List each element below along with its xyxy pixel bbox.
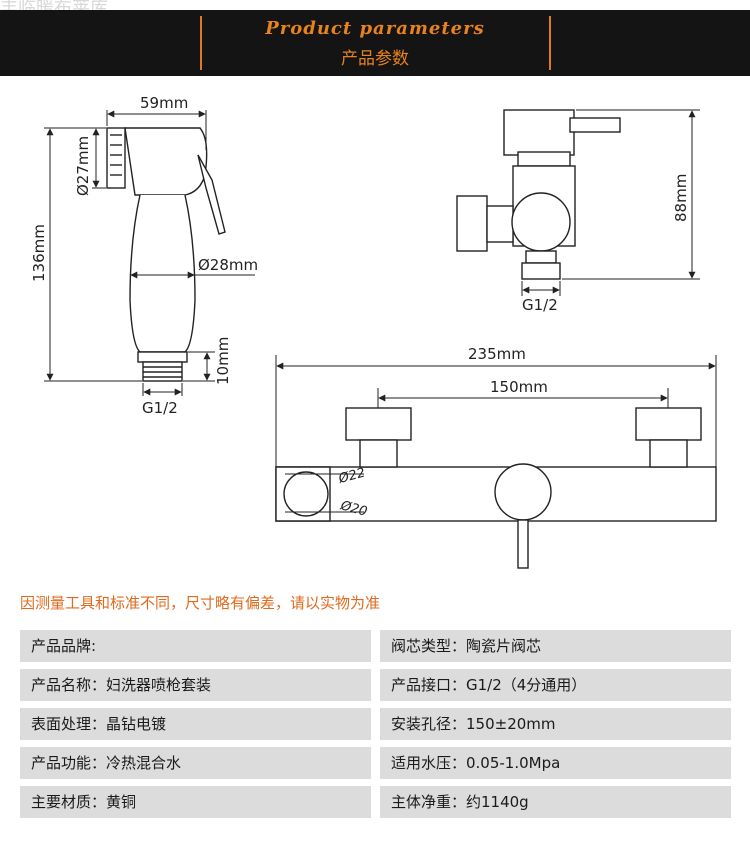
spec-hole-spacing: 安装孔径：150±20mm — [380, 708, 731, 740]
header-right-divider — [549, 16, 551, 70]
dim-bar-length: 235mm — [468, 345, 526, 363]
spec-row: 产品名称：妇洗器喷枪套装 产品接口：G1/2（4分通用） — [20, 669, 731, 701]
spec-connector: 产品接口：G1/2（4分通用） — [380, 669, 731, 701]
header-title-cn: 产品参数 — [341, 49, 409, 69]
spec-valve-core: 阀芯类型：陶瓷片阀芯 — [380, 630, 731, 662]
spec-table: 产品品牌: 阀芯类型：陶瓷片阀芯 产品名称：妇洗器喷枪套装 产品接口：G1/2（… — [20, 630, 731, 825]
spec-weight: 主体净重：约1140g — [380, 786, 731, 818]
spec-row: 产品品牌: 阀芯类型：陶瓷片阀芯 — [20, 630, 731, 662]
dim-sprayer-width: 59mm — [140, 94, 188, 112]
spec-row: 表面处理：晶钻电镀 安装孔径：150±20mm — [20, 708, 731, 740]
dim-holder-outer: Ø22 — [336, 465, 367, 487]
header-left-divider — [200, 16, 202, 70]
spec-brand: 产品品牌: — [20, 630, 371, 662]
bar-dimensions — [275, 355, 717, 513]
spec-pressure: 适用水压：0.05-1.0Mpa — [380, 747, 731, 779]
measurement-note: 因测量工具和标准不同，尺寸略有偏差，请以实物为准 — [20, 594, 381, 612]
dim-sprayer-body: Ø28mm — [198, 256, 258, 274]
technical-drawing: 59mm Ø27mm 136mm Ø28mm 10mm G1/2 88mm G1… — [30, 94, 717, 569]
dim-bar-spacing: 150mm — [490, 378, 548, 396]
dim-sprayer-neck: Ø27mm — [74, 136, 92, 196]
sprayer-dimensions — [44, 110, 255, 396]
valve-dimensions — [521, 109, 700, 296]
spec-row: 主要材质：黄铜 主体净重：约1140g — [20, 786, 731, 818]
valve-drawing — [456, 109, 621, 280]
spec-row: 产品功能：冷热混合水 适用水压：0.05-1.0Mpa — [20, 747, 731, 779]
header-banner: Product parameters 产品参数 — [0, 10, 750, 76]
dim-valve-height: 88mm — [672, 174, 690, 222]
header-title-en: Product parameters — [265, 18, 485, 39]
dim-sprayer-thread: G1/2 — [142, 399, 178, 417]
spec-product-name: 产品名称：妇洗器喷枪套装 — [20, 669, 371, 701]
dim-sprayer-thread-len: 10mm — [214, 337, 232, 385]
sprayer-drawing — [106, 127, 226, 382]
spec-surface: 表面处理：晶钻电镀 — [20, 708, 371, 740]
spec-function: 产品功能：冷热混合水 — [20, 747, 371, 779]
dim-holder-inner: Ø20 — [338, 498, 369, 520]
bar-drawing — [275, 407, 717, 569]
dim-sprayer-length: 136mm — [30, 224, 48, 282]
spec-material: 主要材质：黄铜 — [20, 786, 371, 818]
dim-valve-thread: G1/2 — [522, 296, 558, 314]
